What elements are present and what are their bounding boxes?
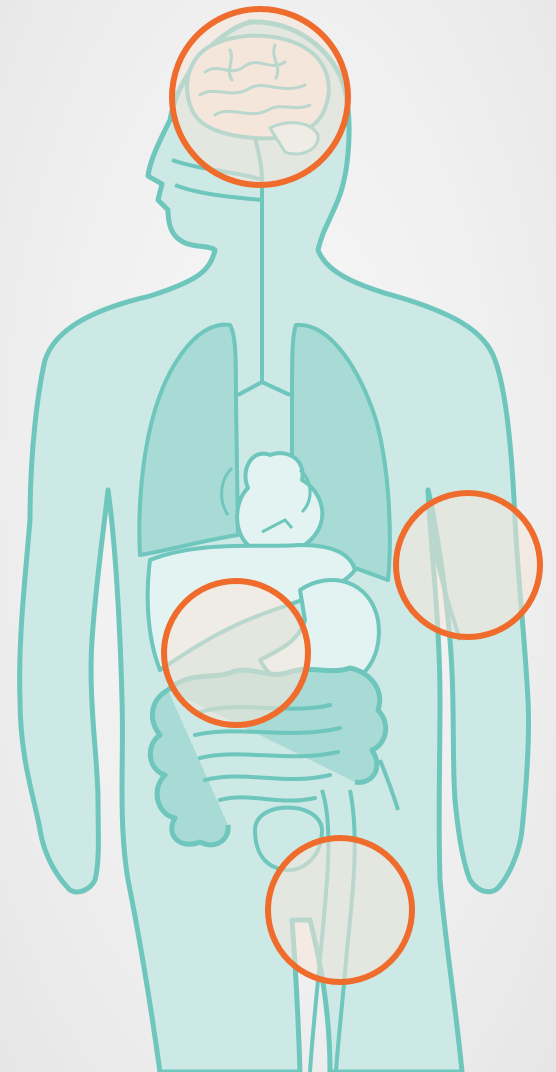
highlight-circle-liver-stomach — [164, 581, 308, 725]
highlight-circle-leg — [268, 838, 412, 982]
highlight-circle-arm — [396, 493, 540, 637]
highlight-circle-brain — [172, 9, 348, 185]
